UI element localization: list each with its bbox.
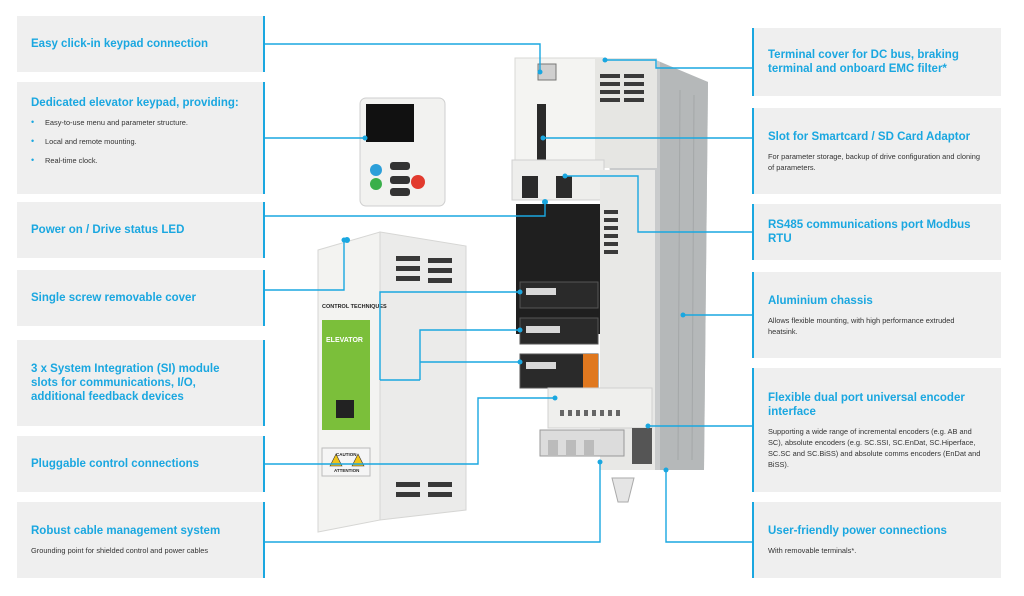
- callout-title: Robust cable management system: [31, 525, 221, 537]
- callout-description: Grounding point for shielded control and…: [31, 546, 209, 555]
- attention-label: ATTENTION: [334, 468, 359, 473]
- callout-elevator-keypad: Dedicated elevator keypad, providing: Ea…: [17, 82, 265, 194]
- callout-title: Single screw removable cover: [31, 292, 196, 304]
- callout-title: Aluminium chassis: [768, 294, 873, 307]
- callout-title: Dedicated elevator keypad, providing:: [31, 97, 239, 109]
- caution-label: CAUTION: [336, 452, 357, 457]
- drive-body-illustration: [511, 57, 657, 503]
- callout-removable-cover: Single screw removable cover: [17, 270, 265, 326]
- callout-cable-management: Robust cable management system Grounding…: [17, 502, 265, 578]
- callout-terminal-cover: Terminal cover for DC bus, braking termi…: [752, 28, 1001, 96]
- callout-description: For parameter storage, backup of drive c…: [768, 151, 980, 172]
- callout-title: Flexible dual port universal encoder int…: [768, 391, 965, 418]
- callout-title: Easy click-in keypad connection: [31, 38, 209, 50]
- list-item: Easy-to-use menu and parameter structure…: [31, 118, 249, 127]
- list-item: Real-time clock.: [31, 156, 249, 165]
- callout-title: RS485 communications port Modbus RTU: [768, 219, 971, 245]
- callout-description: Allows flexible mounting, with high perf…: [768, 315, 955, 336]
- callout-aluminium-chassis: Aluminium chassis Allows flexible mounti…: [752, 272, 1001, 358]
- callout-keypad-connection: Easy click-in keypad connection: [17, 16, 265, 72]
- callout-title: Pluggable control connections: [31, 458, 200, 470]
- callout-smartcard: Slot for Smartcard / SD Card Adaptor For…: [752, 108, 1001, 194]
- elevator-keypad-illustration: [359, 97, 446, 207]
- callout-si-slots: 3 x System Integration (SI) module slots…: [17, 340, 265, 426]
- callout-control-connections: Pluggable control connections: [17, 436, 265, 492]
- callout-title: Terminal cover for DC bus, braking termi…: [768, 49, 959, 75]
- callout-description: With removable terminals*.: [768, 546, 857, 555]
- callout-power-connections: User-friendly power connections With rem…: [752, 502, 1001, 578]
- feature-list: Easy-to-use menu and parameter structure…: [31, 118, 249, 175]
- brand-mark: CONTROL TECHNIQUES: [322, 304, 387, 310]
- callout-title: 3 x System Integration (SI) module slots…: [31, 363, 220, 403]
- removable-cover-illustration: [317, 231, 467, 533]
- callout-status-led: Power on / Drive status LED: [17, 202, 265, 258]
- leader-lines: [264, 43, 752, 543]
- callout-rs485: RS485 communications port Modbus RTU: [752, 204, 1001, 260]
- callout-title: Power on / Drive status LED: [31, 224, 185, 236]
- callout-encoder-interface: Flexible dual port universal encoder int…: [752, 368, 1001, 492]
- list-item: Local and remote mounting.: [31, 137, 249, 146]
- callout-title: Slot for Smartcard / SD Card Adaptor: [768, 130, 971, 143]
- elevator-label: ELEVATOR: [326, 337, 363, 344]
- callout-description: Supporting a wide range of incremental e…: [768, 426, 981, 469]
- callout-title: User-friendly power connections: [768, 525, 947, 537]
